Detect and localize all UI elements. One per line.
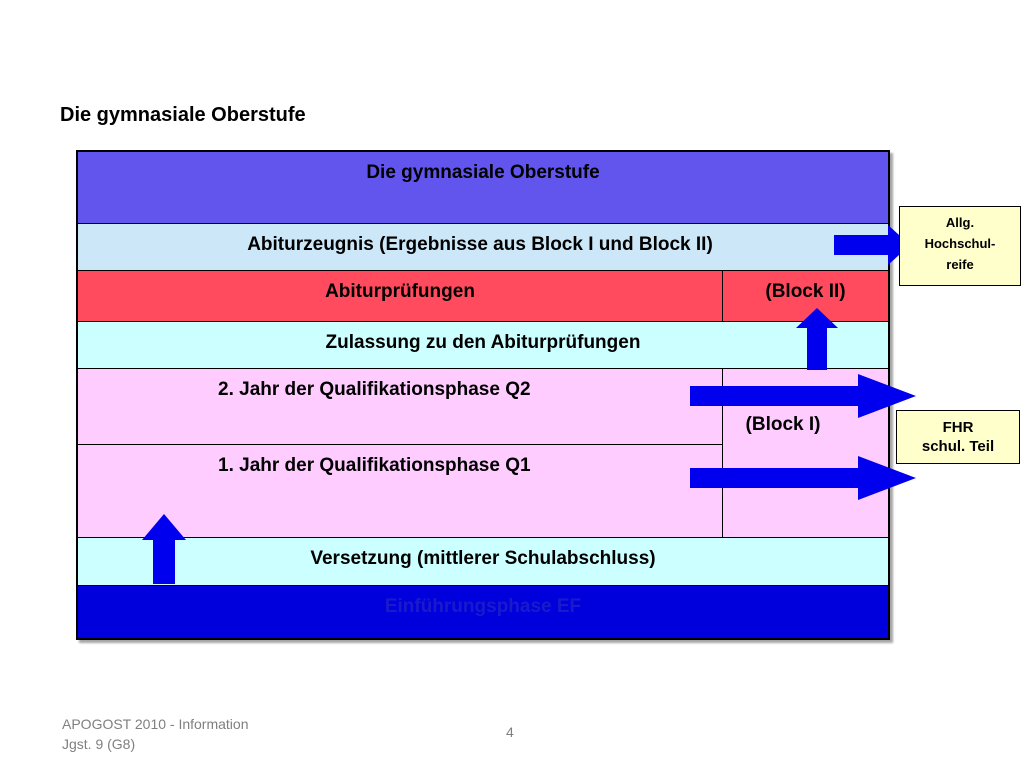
abiturzeugnis-label: Abiturzeugnis (Ergebnisse aus Block I un… xyxy=(247,234,713,255)
q1-label: 1. Jahr der Qualifikationsphase Q1 xyxy=(218,455,531,476)
einfuehrungsphase-band: Einführungsphase EF xyxy=(78,586,888,638)
oberstufe-diagram: Die gymnasiale Oberstufe Abiturzeugnis (… xyxy=(76,150,890,640)
q2-cell: 2. Jahr der Qualifikationsphase Q2 xyxy=(78,369,723,445)
versetzung-band: Versetzung (mittlerer Schulabschluss) xyxy=(78,538,888,586)
fhr-line-2: schul. Teil xyxy=(921,438,995,455)
hochschulreife-line-1: Allg. xyxy=(945,215,975,230)
arrow-right-fhr-q2 xyxy=(690,374,916,418)
q2-band xyxy=(78,369,888,445)
footer-line-1: APOGOST 2010 - Information xyxy=(62,716,249,732)
arrow-right-hochschulreife xyxy=(834,225,910,265)
q1-cell: 1. Jahr der Qualifikationsphase Q1 xyxy=(78,445,723,538)
block-i-cell: (Block I) xyxy=(723,414,843,444)
einfuehrungsphase-label: Einführungsphase EF xyxy=(384,596,582,617)
hochschulreife-line-3: reife xyxy=(946,257,974,272)
versetzung-label: Versetzung (mittlerer Schulabschluss) xyxy=(310,548,656,569)
page-number: 4 xyxy=(506,724,514,740)
zulassung-band: Zulassung zu den Abiturprüfungen xyxy=(78,322,888,369)
block-ii-cell: (Block II) xyxy=(723,271,888,322)
abiturpruefungen-label: Abiturprüfungen xyxy=(325,281,475,302)
arrow-right-fhr-q1 xyxy=(690,456,916,500)
zulassung-label: Zulassung zu den Abiturprüfungen xyxy=(325,332,641,353)
header-band: Die gymnasiale Oberstufe xyxy=(78,152,888,224)
hochschulreife-line-2: Hochschul- xyxy=(924,236,996,251)
footer-info: APOGOST 2010 - Information Jgst. 9 (G8) xyxy=(62,714,249,754)
fhr-line-1: FHR xyxy=(942,419,974,436)
fhr-schulischer-teil-box: FHR schul. Teil xyxy=(896,410,1020,464)
slide-title: Die gymnasiale Oberstufe xyxy=(60,104,306,126)
allg-hochschulreife-box: Allg. Hochschul- reife xyxy=(899,206,1021,286)
abiturzeugnis-band: Abiturzeugnis (Ergebnisse aus Block I un… xyxy=(78,224,888,271)
abiturpruefungen-band xyxy=(78,271,888,322)
arrow-up-block-ii xyxy=(796,308,838,370)
q2-label: 2. Jahr der Qualifikationsphase Q2 xyxy=(218,379,531,400)
q1-band xyxy=(78,445,888,538)
arrow-up-versetzung xyxy=(142,514,186,584)
header-label: Die gymnasiale Oberstufe xyxy=(366,162,600,183)
abiturpruefungen-cell: Abiturprüfungen xyxy=(78,271,723,322)
footer-line-2: Jgst. 9 (G8) xyxy=(62,736,136,752)
block-ii-label: (Block II) xyxy=(765,281,846,302)
block-i-label: (Block I) xyxy=(745,414,821,435)
